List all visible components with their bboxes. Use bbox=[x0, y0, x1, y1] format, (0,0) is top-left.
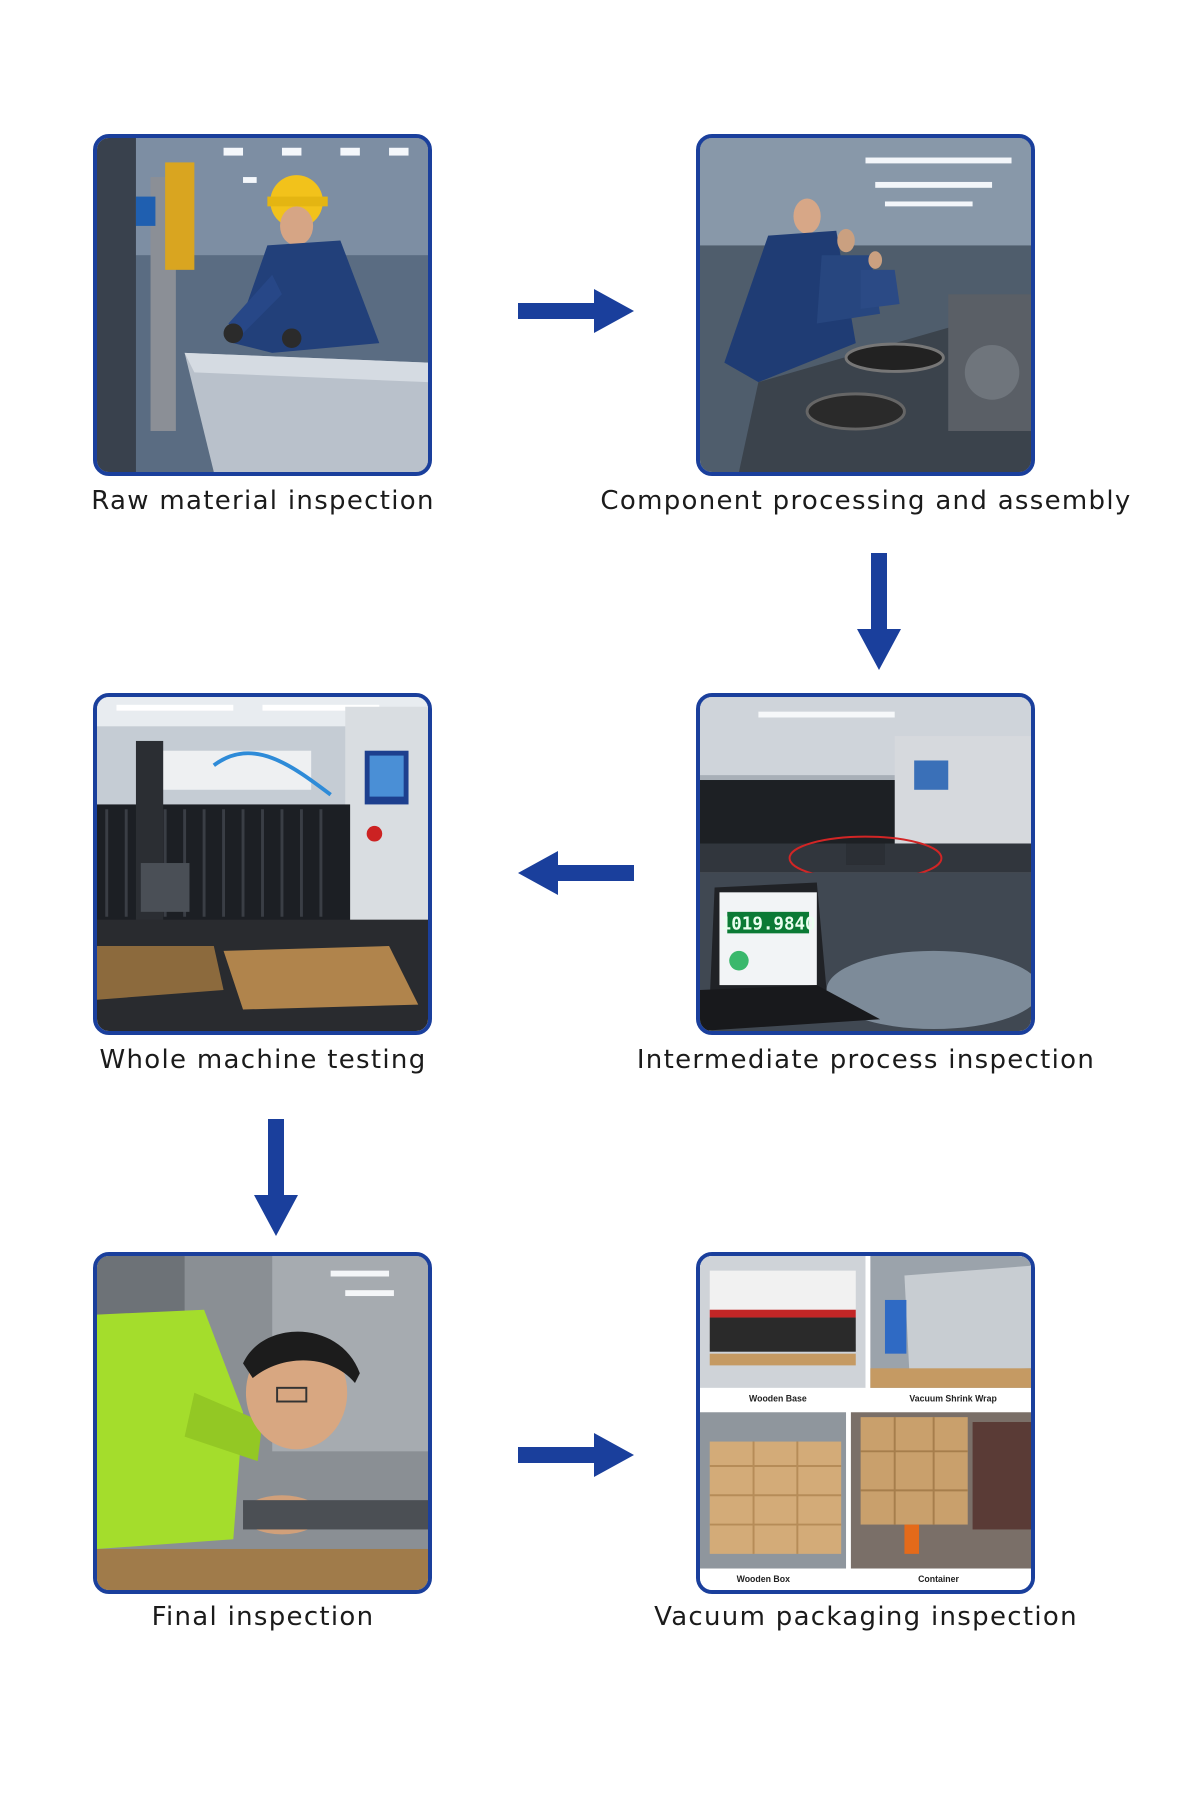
arrow-left-icon bbox=[518, 851, 634, 895]
worker-close-inspection-photo bbox=[97, 1256, 428, 1590]
assembly-line-photo bbox=[700, 138, 1031, 472]
factory-worker-photo bbox=[97, 138, 428, 472]
step-vacuum-packaging-image: Wooden Base Vacuum Shrink Wrap Wooden Bo… bbox=[696, 1252, 1035, 1594]
wooden-base-label: Wooden Base bbox=[749, 1394, 807, 1404]
measurement-readout: 1019.9840 bbox=[721, 914, 816, 934]
container-label: Container bbox=[918, 1574, 959, 1584]
packaging-collage-photo: Wooden Base Vacuum Shrink Wrap Wooden Bo… bbox=[700, 1256, 1031, 1590]
step-whole-machine-image bbox=[93, 693, 432, 1035]
step-component-assembly-label: Component processing and assembly bbox=[600, 486, 1132, 516]
step-whole-machine-label: Whole machine testing bbox=[99, 1045, 427, 1075]
step-raw-material-label: Raw material inspection bbox=[91, 486, 435, 516]
wooden-box-label: Wooden Box bbox=[737, 1574, 790, 1584]
step-vacuum-packaging-label: Vacuum packaging inspection bbox=[654, 1602, 1078, 1632]
step-final-inspection-image bbox=[93, 1252, 432, 1594]
arrow-right-icon bbox=[518, 1433, 634, 1477]
laser-tracker-photo: 1019.9840 bbox=[700, 697, 1031, 1031]
step-raw-material-image bbox=[93, 134, 432, 476]
step-component-assembly-image bbox=[696, 134, 1035, 476]
step-intermediate-inspection-label: Intermediate process inspection bbox=[636, 1045, 1096, 1075]
arrow-down-icon bbox=[857, 553, 901, 670]
vacuum-wrap-label: Vacuum Shrink Wrap bbox=[909, 1394, 996, 1404]
step-intermediate-inspection-image: 1019.9840 bbox=[696, 693, 1035, 1035]
arrow-down-icon bbox=[254, 1119, 298, 1236]
machine-testing-photo bbox=[97, 697, 428, 1031]
arrow-right-icon bbox=[518, 289, 634, 333]
step-final-inspection-label: Final inspection bbox=[151, 1602, 375, 1632]
